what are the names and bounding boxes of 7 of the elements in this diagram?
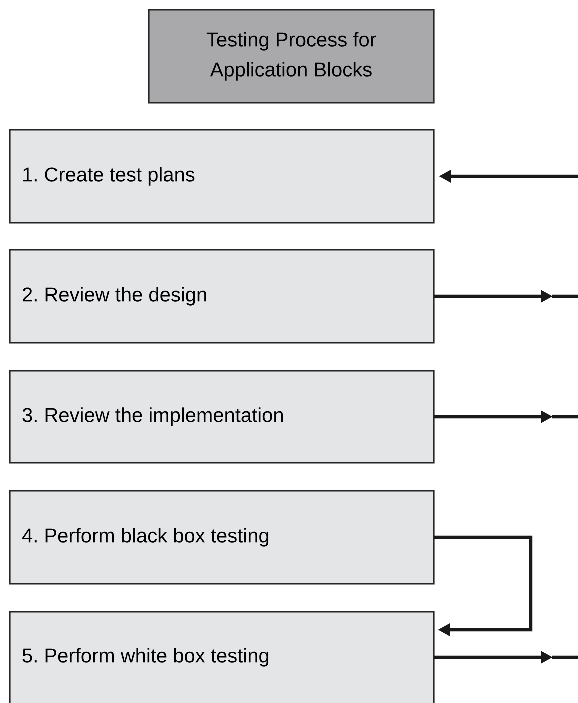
arrow [434, 536, 533, 636]
process-box: 4. Perform black box testing [9, 490, 435, 585]
process-box: 5. Perform white box testing [9, 611, 435, 703]
process-box: 3. Review the implementation [9, 370, 435, 464]
process-box: 1. Create test plans [9, 129, 435, 224]
process-box: 2. Review the design [9, 249, 435, 344]
title-box: Testing Process for Application Blocks [148, 9, 435, 104]
